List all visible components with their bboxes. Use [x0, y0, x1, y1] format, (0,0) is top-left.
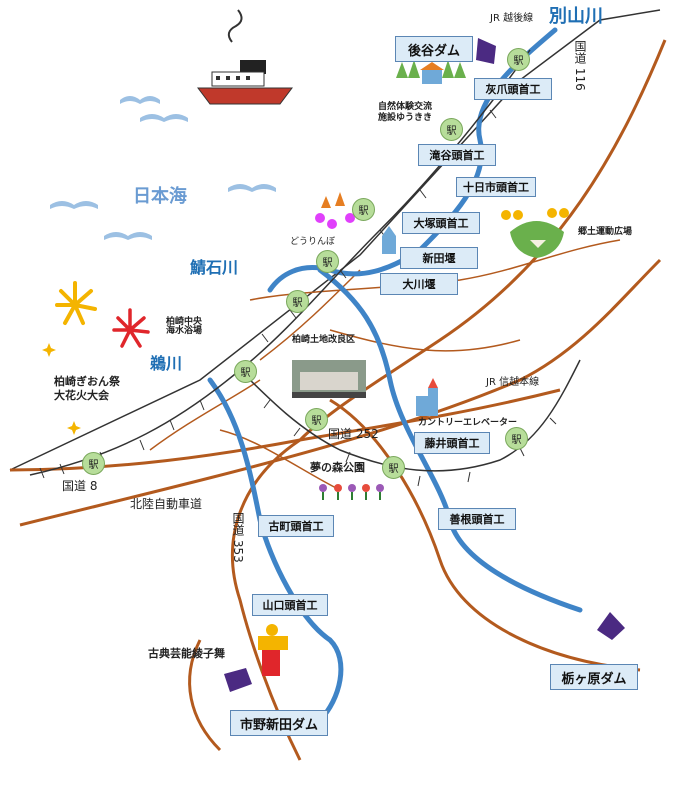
tree-icons	[396, 60, 466, 78]
douring-icon	[315, 192, 355, 229]
yume-park-label: 夢の森公園	[310, 461, 365, 474]
elevator-label: カントリーエレベーター	[418, 418, 518, 428]
elevator-icon	[416, 378, 438, 416]
flower-icons	[319, 484, 384, 500]
tochigahara-dam-icon	[597, 612, 625, 640]
hokuriku-label: 北陸自動車道	[130, 497, 203, 511]
route-116-label: 国道 116	[573, 40, 587, 91]
kariwa-label: 柏崎土地改良区	[292, 335, 356, 345]
station-marker: 駅	[382, 456, 405, 479]
beach-label: 柏崎中央 海水浴場	[166, 317, 203, 336]
station-marker: 駅	[234, 360, 257, 383]
jr-shinetsu-label: JR 信越本線	[486, 377, 540, 388]
yamaguchi-box: 山口頭首工	[252, 594, 328, 616]
ichino-dam-icon	[224, 668, 252, 692]
shizen-label: 自然体験交流 施設ゆうきき	[378, 102, 433, 124]
kamo-river-label: 鵜川	[150, 354, 183, 373]
bessan-river-label: 別山川	[549, 6, 603, 27]
sea-label: 日本海	[133, 186, 187, 207]
house-icon	[420, 62, 444, 84]
station-marker: 駅	[440, 118, 463, 141]
route-252-label: 国道 252	[328, 427, 379, 441]
okawa-weir-box: 大川堰	[380, 273, 458, 295]
station-marker: 駅	[316, 250, 339, 273]
station-marker: 駅	[286, 290, 309, 313]
kyodo-label: 郷土運動広場	[578, 227, 633, 237]
douring-label: どうりんぼ	[290, 237, 336, 247]
dancer-icon	[258, 624, 288, 676]
ichino-dam-box: 市野新田ダム	[230, 710, 328, 736]
gotani-dam-icon	[476, 38, 496, 64]
coastline	[9, 9, 661, 471]
station-marker: 駅	[82, 452, 105, 475]
jr-echigo-label: JR 越後線	[490, 13, 534, 24]
rivers	[207, 27, 583, 723]
sports-field-icon	[501, 208, 569, 258]
sakai-box: 藤井頭首工	[414, 432, 490, 454]
fireworks-icon	[55, 281, 97, 325]
shinden-weir-box: 新田堰	[400, 247, 478, 269]
roads	[9, 39, 667, 761]
station-marker: 駅	[507, 48, 530, 71]
furumachi-box: 古町頭首工	[258, 515, 334, 537]
gotani-dam-box: 後谷ダム	[395, 36, 473, 62]
takiya-box: 滝谷頭首工	[418, 144, 496, 166]
zenne-box: 善根頭首工	[438, 508, 516, 530]
building-icon	[382, 226, 396, 254]
station-marker: 駅	[352, 198, 375, 221]
tochigahara-dam-box: 栃ヶ原ダム	[550, 664, 638, 690]
station-marker: 駅	[505, 427, 528, 450]
fireworks-icon-2	[112, 308, 150, 348]
ship-icon	[197, 9, 293, 105]
saba-river-label: 鯖石川	[190, 258, 239, 277]
sea-waves	[50, 96, 276, 240]
route-8-label: 国道 8	[62, 479, 98, 493]
otsuka-box: 大塚頭首工	[402, 212, 480, 234]
sparkle-icons	[42, 343, 81, 435]
route-353-label: 国道 353	[231, 512, 245, 563]
station-marker: 駅	[305, 408, 328, 431]
kabuki-label: 古典芸能綾子舞	[148, 647, 225, 660]
haimura-box: 灰爪頭首工	[474, 78, 552, 100]
tokaichi-box: 十日市頭首工	[456, 177, 536, 197]
railways	[29, 49, 581, 476]
office-photo	[292, 360, 366, 398]
gion-label: 柏崎ぎおん祭 大花火大会	[54, 375, 120, 403]
